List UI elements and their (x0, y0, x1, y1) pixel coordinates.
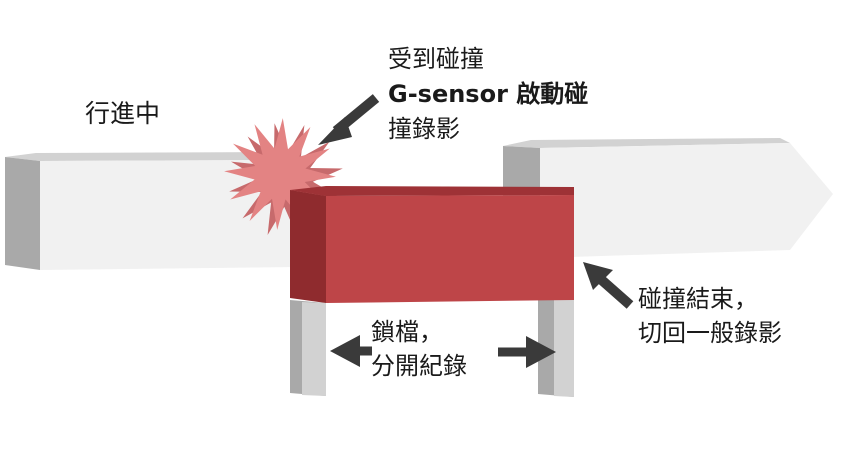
right-bar-top (503, 138, 790, 148)
impact-line-2: G-sensor 啟動碰 (388, 80, 589, 108)
left-bar-face (40, 160, 298, 270)
left-bar-top (5, 152, 298, 161)
impact-label: 受到碰撞 G-sensor 啟動碰 撞錄影 (388, 42, 588, 147)
event-block-front (326, 195, 574, 303)
right-post-face (554, 300, 574, 397)
lock-file-label: 鎖檔， 分開紀錄 (371, 315, 467, 383)
impact-arrow-icon (318, 94, 380, 145)
impact-line-1: 受到碰撞 (388, 45, 484, 73)
event-recording-block (290, 186, 574, 303)
event-block-side (290, 190, 326, 303)
collision-end-arrow-icon (583, 262, 634, 309)
event-block-top (290, 186, 574, 196)
locked-span-double-arrow-icon (330, 335, 556, 368)
moving-text: 行進中 (85, 99, 161, 128)
left-bar-side (5, 157, 40, 270)
collision-end-label: 碰撞結束， 切回一般錄影 (638, 282, 782, 350)
lock-file-line-1: 鎖檔， (371, 318, 443, 346)
collision-end-line-1: 碰撞結束， (638, 285, 758, 313)
lock-file-line-2: 分開紀錄 (371, 352, 467, 380)
impact-line-3: 撞錄影 (388, 115, 460, 143)
moving-label: 行進中 (85, 98, 160, 130)
left-post-face (302, 302, 326, 396)
starburst-main (224, 118, 336, 230)
left-recording-bar (5, 152, 298, 270)
collision-end-line-2: 切回一般錄影 (638, 319, 782, 347)
right-bar-face (540, 143, 833, 258)
locked-file-posts (290, 300, 574, 397)
